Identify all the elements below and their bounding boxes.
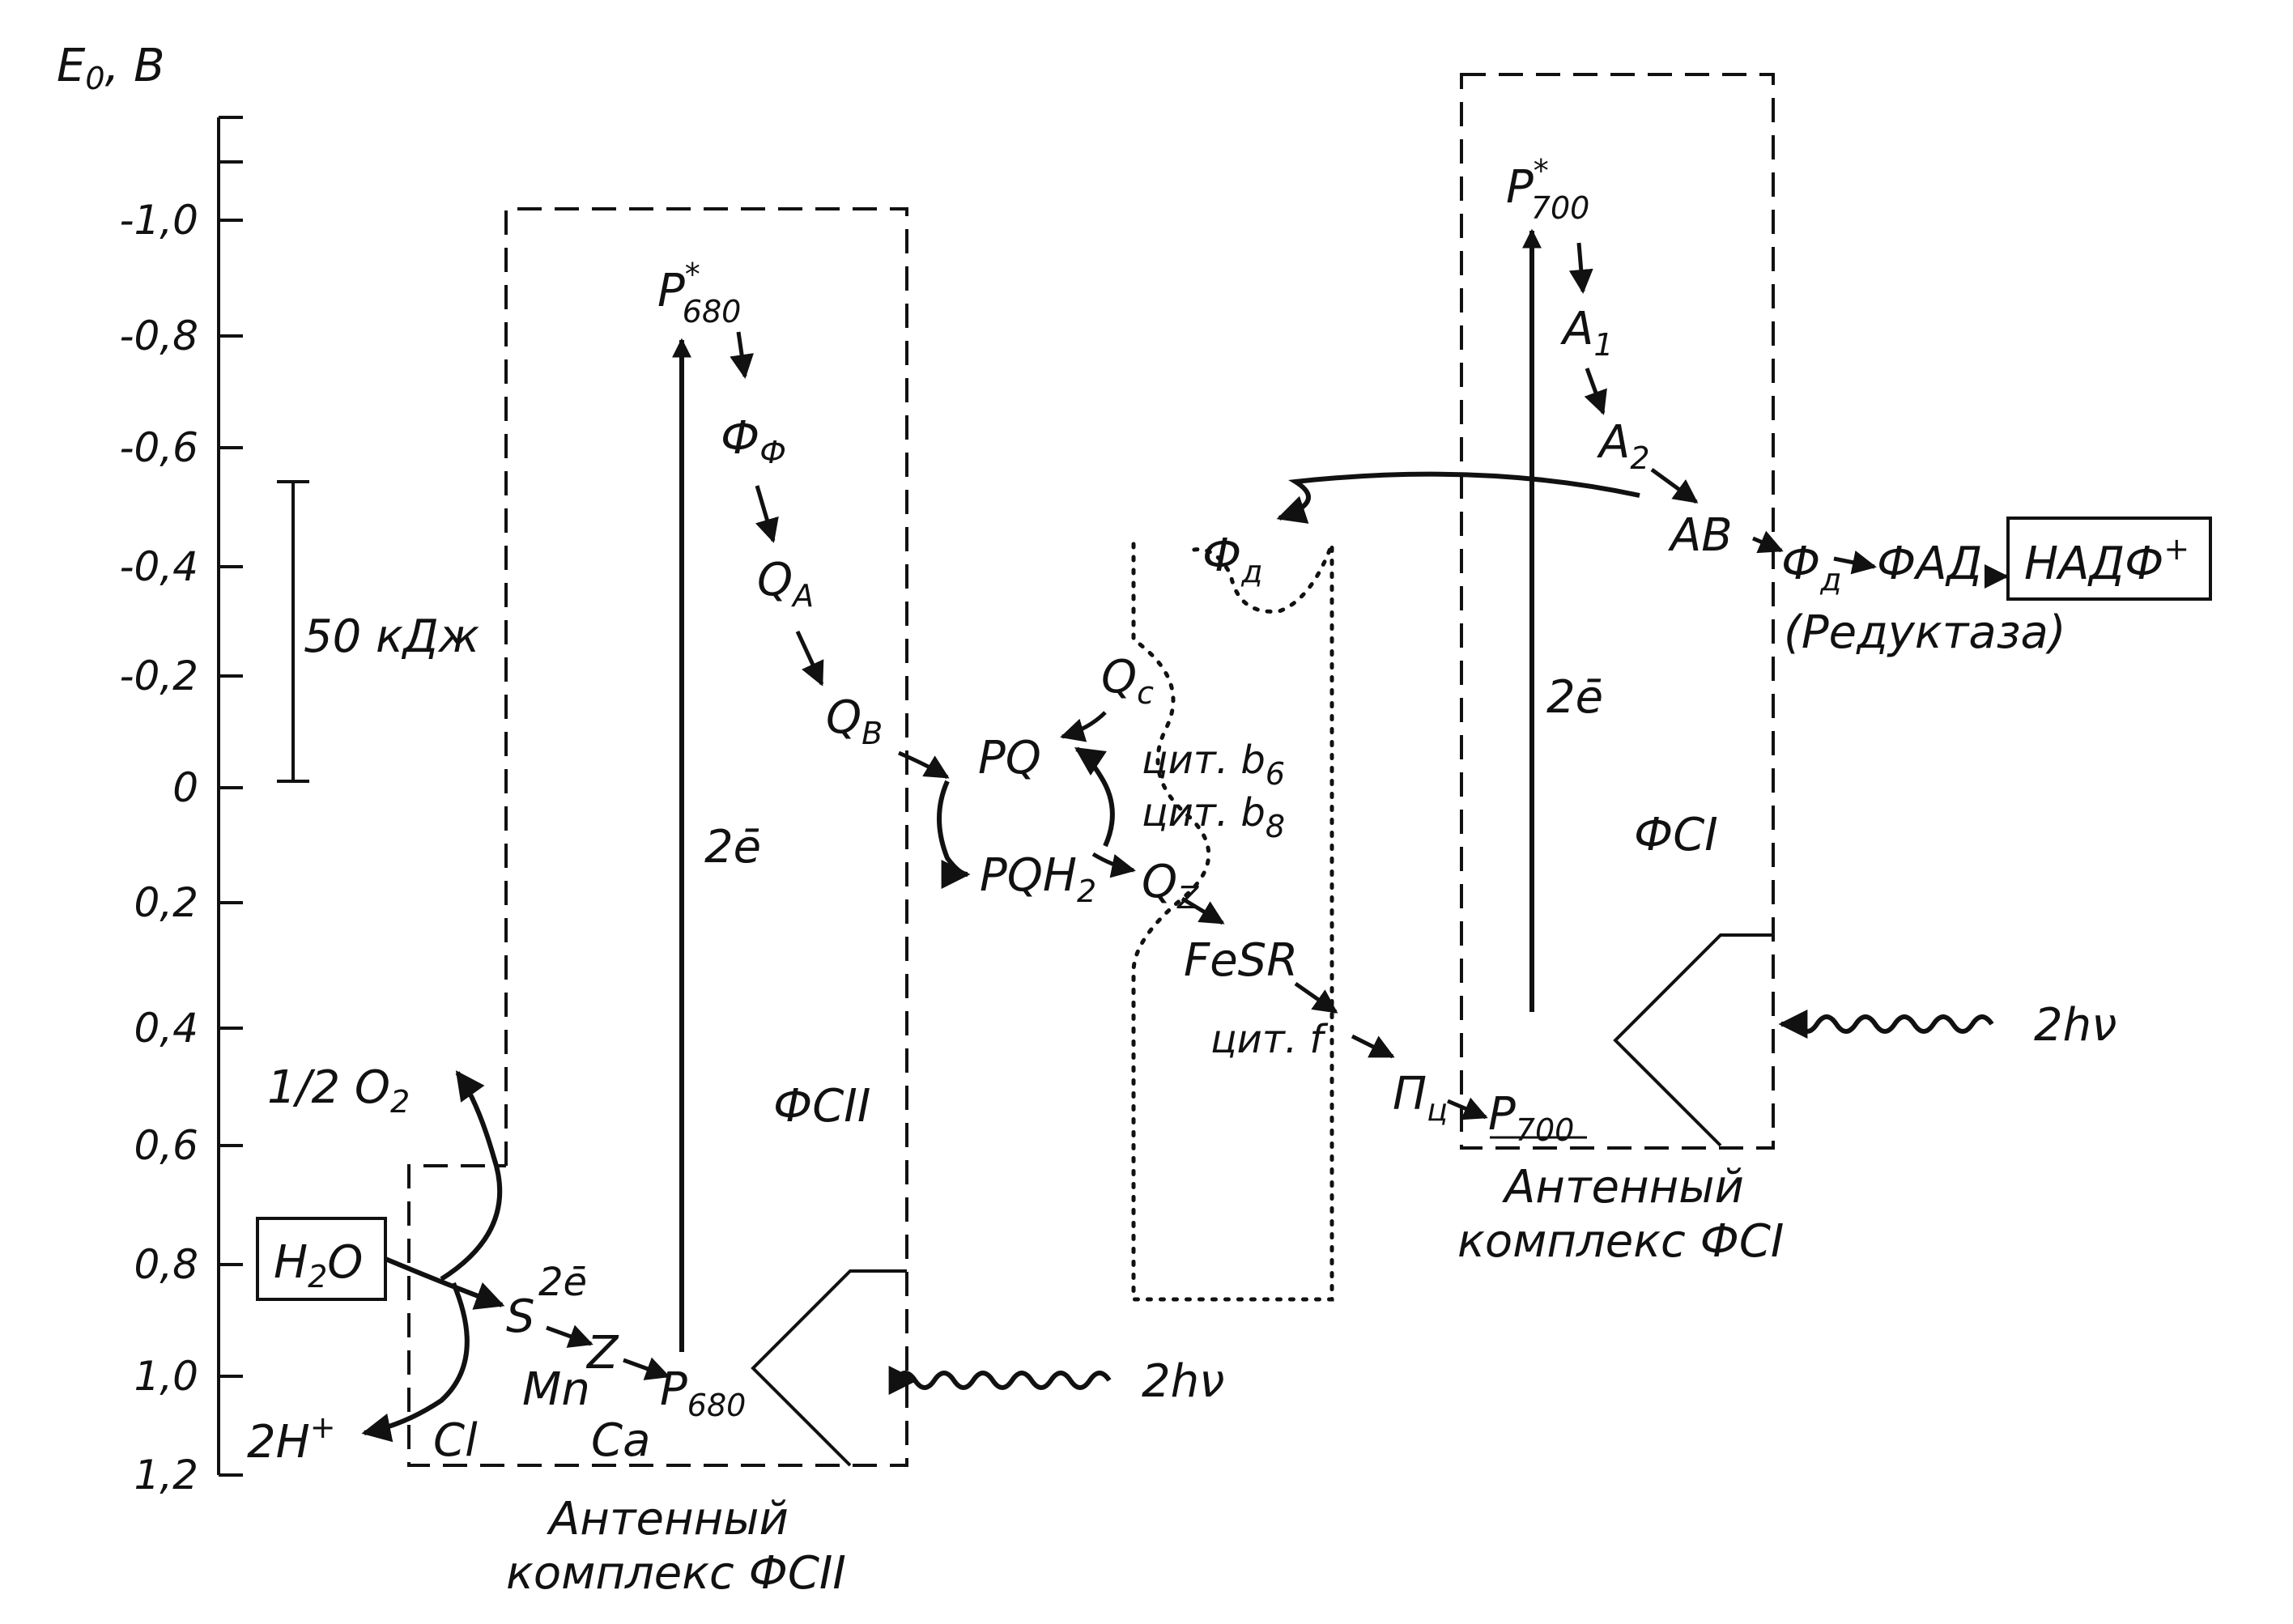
fesr-label: FeSR: [1184, 934, 1298, 987]
ps1-light-arrow: [1778, 1010, 1994, 1039]
ab-label: AB: [1668, 509, 1733, 562]
qc-label: Qc: [1101, 651, 1154, 711]
axis-tick-label: -0,2: [119, 653, 198, 699]
water-splitting: H2O 1/2 O2 2H+ Cl S 2ē Z Mn Ca P680: [247, 1061, 746, 1469]
qz-label: QZ: [1142, 856, 1199, 916]
ps1-box: ФСI: [1460, 73, 1775, 1150]
ps2-light-arrow: [888, 1366, 1112, 1395]
cyt-f-label: цит. f: [1210, 1017, 1328, 1062]
p700-label: P700: [1488, 1088, 1574, 1148]
cyclic-flow-arrow: [1276, 471, 1640, 524]
a2-label: A2: [1597, 416, 1650, 476]
ps1-antenna-caption-1: Антенный: [1502, 1161, 1744, 1214]
ps1-fd-label: Фд: [1781, 538, 1842, 597]
ca-label: Ca: [591, 1414, 650, 1467]
cyt-fd-label: Фд: [1202, 529, 1263, 589]
ps2-antenna-caption-2: комплекс ФСII: [506, 1547, 846, 1600]
axis-tick-label: 0,6: [134, 1122, 198, 1169]
p680-star-label: P*680: [657, 257, 741, 329]
pheophytin-label: ФФ: [721, 412, 786, 470]
cytochrome-complex: Фд Qc PQ PQH2 QZ цит. b6 цит. b8 FeSR ци…: [937, 529, 1488, 1302]
potential-axis: -1,0-0,8-0,6-0,4-0,200,20,40,60,81,01,2 …: [57, 40, 243, 1499]
axis-tick-label: 1,2: [134, 1452, 198, 1499]
axis-tick-label: -0,6: [119, 424, 198, 471]
ps2-antenna-caption-1: Антенный: [547, 1493, 789, 1545]
ps2-box: ФСII: [407, 207, 908, 1467]
axis-tick-label: -1,0: [119, 197, 198, 244]
axis-label: E0, B: [57, 40, 165, 96]
plastocyanin-label: Пц: [1393, 1068, 1448, 1128]
nadp-label: НАДФ+: [2024, 531, 2189, 590]
h2o-label: H2O: [274, 1236, 363, 1295]
ps1-antenna-caption-2: комплекс ФСI: [1457, 1215, 1784, 1268]
ps1-light-label: 2hν: [2034, 999, 2116, 1052]
axis-tick-label: 0,8: [134, 1241, 198, 1288]
ps1-label: ФСI: [1634, 809, 1718, 861]
qb-label: QB: [826, 691, 883, 751]
reductase-label: (Редуктаза): [1784, 606, 2066, 659]
axis-tick-label: 0,2: [134, 879, 198, 926]
ps2-label: ФСII: [773, 1080, 870, 1133]
axis-tick-label: 0,4: [134, 1005, 198, 1052]
axis-ticks: -1,0 -0,8 -0,6 -0,4 -0,2 0 0,2 0,4 0,6 0,8 1,0 1,2: [119, 116, 243, 1499]
ps2-light-label: 2hν: [1142, 1355, 1224, 1408]
axis-tick-label: -0,4: [119, 543, 198, 590]
axis-tick-label: 1,0: [134, 1353, 198, 1400]
cl-label: Cl: [433, 1414, 478, 1467]
scale-bar-label: 50 кДж: [304, 610, 479, 663]
cyt-b8-label: цит. b8: [1142, 790, 1285, 844]
p700-star-label: P*700: [1506, 153, 1589, 226]
h-plus-label: 2H+: [247, 1409, 336, 1469]
p680-label: P680: [660, 1363, 746, 1423]
z-label: Z: [585, 1327, 619, 1380]
pq-label: PQ: [978, 732, 1041, 784]
nadp-box: [2006, 517, 2212, 601]
fad-label: ФАД: [1877, 538, 1982, 590]
cyt-b6-label: цит. b6: [1142, 738, 1285, 792]
ps2-electrons-label: 2ē: [704, 821, 761, 874]
s-state-label: S: [506, 1290, 535, 1343]
mn-label: Mn: [522, 1363, 590, 1416]
o2-label: 1/2 O2: [267, 1061, 410, 1120]
s-electrons-label: 2ē: [538, 1260, 587, 1305]
ps1-electrons-label: 2ē: [1546, 671, 1603, 724]
axis-tick-label: 0: [172, 764, 198, 811]
axis-tick-label: -0,8: [119, 312, 198, 359]
a1-label: A1: [1560, 303, 1614, 363]
qa-label: QA: [757, 554, 814, 614]
pqh2-label: PQH2: [980, 849, 1096, 909]
energy-scale-bar: 50 кДж: [277, 480, 479, 783]
